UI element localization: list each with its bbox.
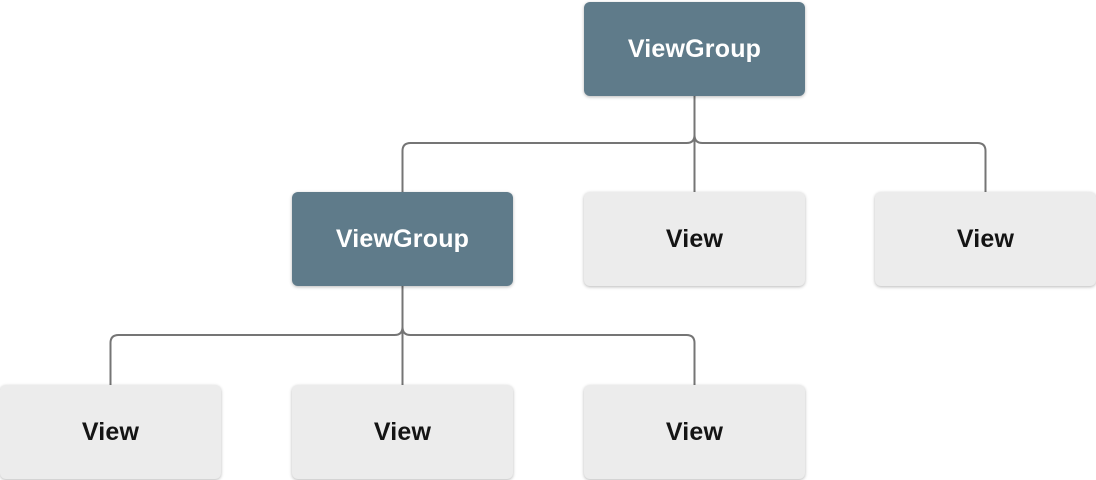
- node-view-child-2[interactable]: View: [584, 192, 805, 286]
- node-viewgroup-root[interactable]: ViewGroup: [584, 2, 805, 96]
- node-label: View: [81, 417, 140, 446]
- node-label: ViewGroup: [627, 34, 762, 63]
- edge-child1-grandchild3: [401, 286, 696, 385]
- node-label: View: [665, 224, 724, 253]
- node-label: View: [373, 417, 432, 446]
- edge-root-child1: [401, 96, 696, 192]
- node-label: View: [956, 224, 1015, 253]
- node-view-grandchild-2[interactable]: View: [292, 385, 513, 479]
- node-view-child-3[interactable]: View: [875, 192, 1096, 286]
- node-view-grandchild-1[interactable]: View: [0, 385, 221, 479]
- node-view-grandchild-3[interactable]: View: [584, 385, 805, 479]
- edge-root-child3: [693, 96, 987, 192]
- node-label: ViewGroup: [335, 224, 470, 253]
- node-label: View: [665, 417, 724, 446]
- node-viewgroup-child[interactable]: ViewGroup: [292, 192, 513, 286]
- edge-child1-grandchild1: [109, 286, 404, 385]
